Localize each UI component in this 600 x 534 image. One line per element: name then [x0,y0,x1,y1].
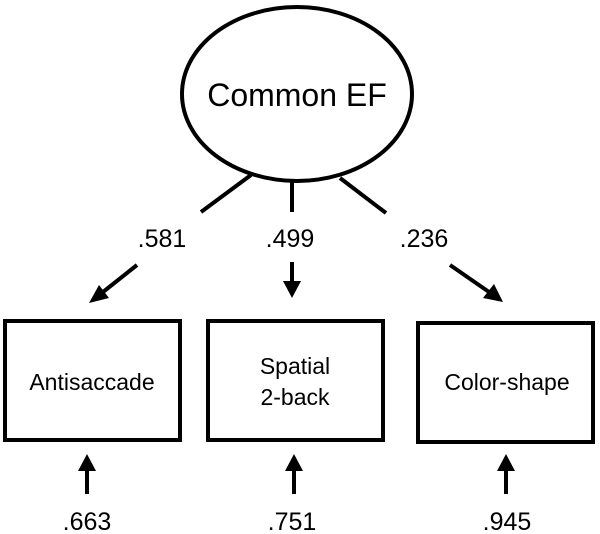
factor-label: Common EF [207,77,387,113]
loading-value-colorshape: .236 [400,225,449,253]
task-rect [206,319,385,442]
arrowhead [89,285,109,303]
arrowhead [497,454,515,471]
task-label: Color-shape [444,369,569,395]
residual-arrow-spatial [285,454,303,494]
arrowhead [283,281,301,298]
loading-value-antisaccade: .581 [138,225,187,253]
arrowhead [483,284,503,302]
task-label: Antisaccade [29,369,154,395]
factor-ellipse [180,5,414,183]
residual-value-antisaccade: .663 [63,508,112,534]
task-label-line2: 2-back [260,384,330,410]
task-rect [3,319,182,442]
loading-path-colorshape [338,176,503,302]
arrowhead [285,454,303,471]
task-label-line1: Spatial [260,353,330,379]
loading-path-spatial [283,181,301,298]
task-box-colorshape: Color-shape [416,321,595,444]
task-box-antisaccade: Antisaccade [3,319,182,442]
residual-value-spatial: .751 [268,508,317,534]
task-box-spatial: Spatial 2-back [206,319,385,442]
residual-value-colorshape: .945 [483,508,532,534]
residual-arrow-colorshape [497,454,515,494]
residual-arrow-antisaccade [78,454,96,494]
loading-path-antisaccade [89,173,253,303]
loading-value-spatial: .499 [266,225,315,253]
latent-factor: Common EF [180,5,414,183]
task-rect [416,321,595,444]
loading-line-lower [101,263,139,294]
arrowhead [78,454,96,471]
loading-line-lower [448,263,491,294]
loading-line-upper [199,173,253,214]
loading-line-upper [338,176,388,215]
